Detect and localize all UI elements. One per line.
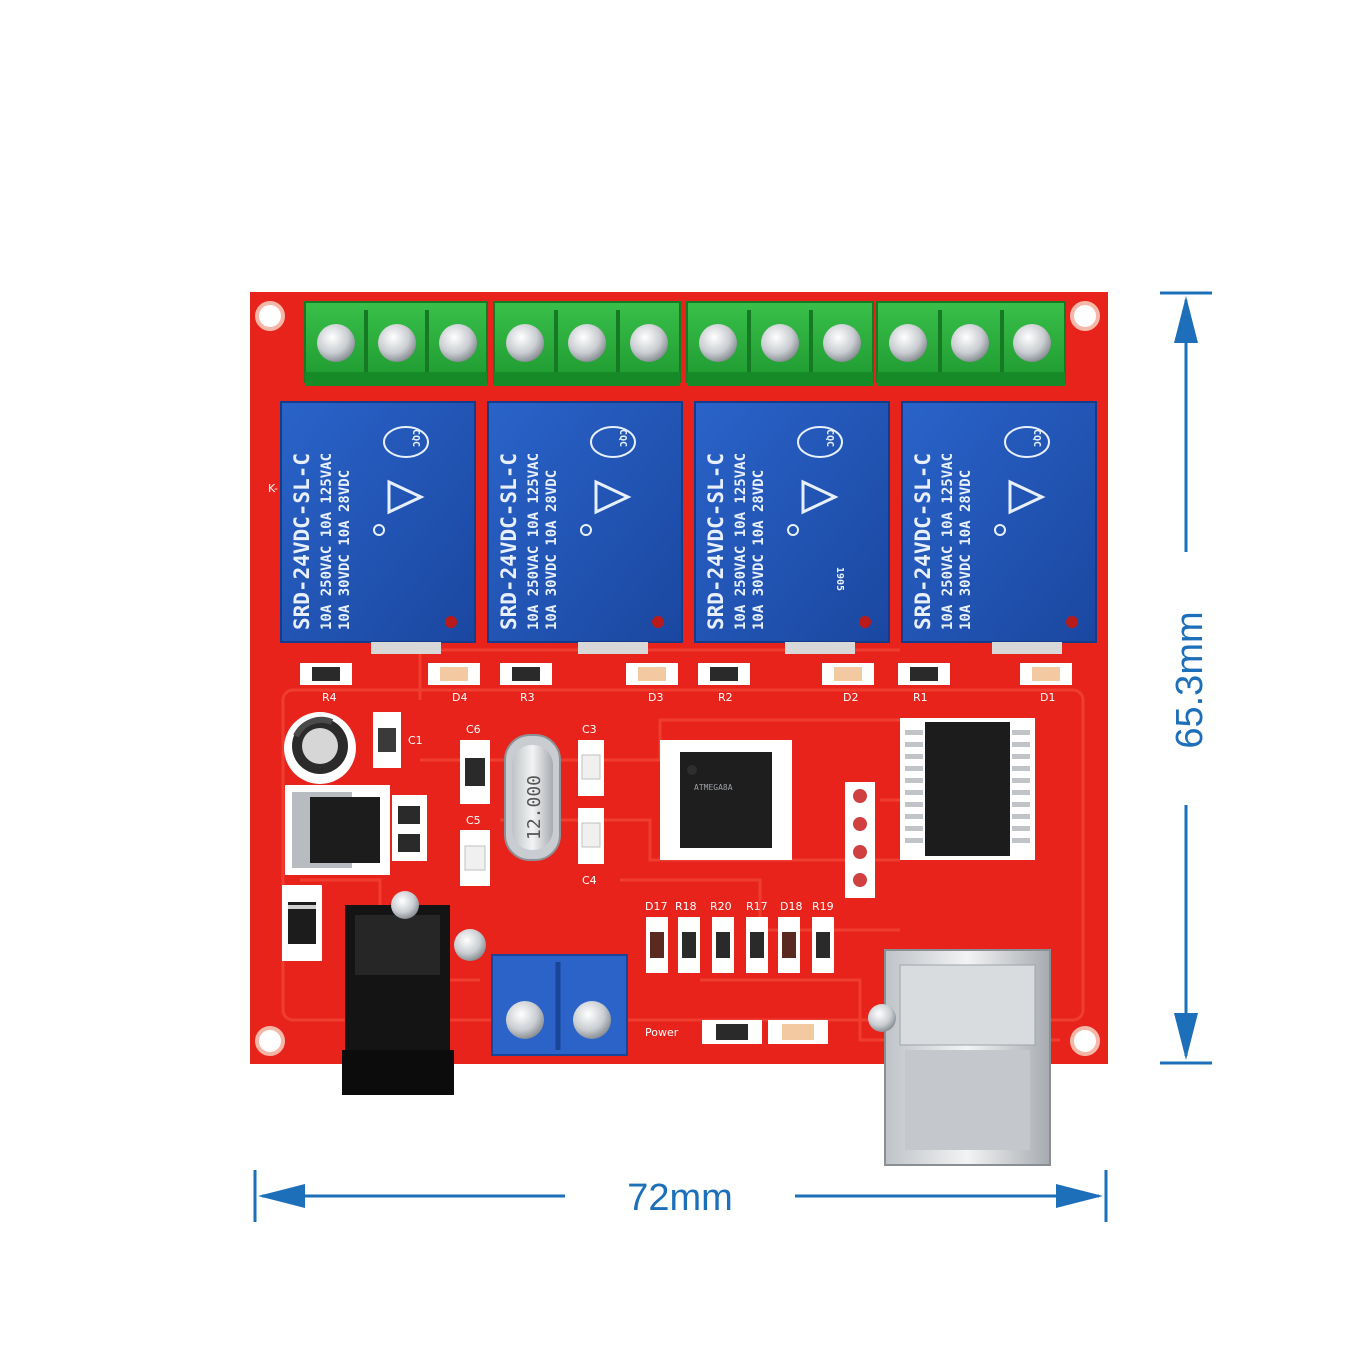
capacitor-c1: C1 bbox=[373, 712, 423, 768]
relay-3-model: SRD-24VDC-SL-C bbox=[497, 453, 521, 630]
resistor-r2: R2 bbox=[698, 663, 750, 704]
terminal-block-2 bbox=[686, 301, 874, 386]
indicator-row: R4 D4 R3 D3 R2 D2 bbox=[300, 663, 1072, 704]
relay-2-model: SRD-24VDC-SL-C bbox=[704, 453, 728, 630]
mcu-label: ATMEGA8A bbox=[694, 783, 733, 792]
relay-1: SRD-24VDC-SL-C 10A 250VAC 10A 125VAC 10A… bbox=[901, 401, 1097, 654]
pin-header bbox=[845, 782, 875, 898]
terminal-block-1 bbox=[876, 301, 1066, 386]
led-d4: D4 bbox=[428, 663, 480, 704]
crystal-oscillator: 12.000 bbox=[504, 734, 561, 861]
led-d3: D3 bbox=[626, 663, 678, 704]
relay-1-model: SRD-24VDC-SL-C bbox=[911, 453, 935, 630]
label-r2: R2 bbox=[718, 691, 733, 704]
terminal-block-4 bbox=[304, 301, 488, 386]
usb-interface-chip bbox=[900, 718, 1035, 860]
dimension-height: 65.3mm bbox=[1160, 291, 1212, 1065]
relay-1-rating2: 10A 30VDC 10A 28VDC bbox=[958, 470, 974, 630]
resistor-r1: R1 bbox=[898, 663, 950, 704]
relay-2-rating2: 10A 30VDC 10A 28VDC bbox=[751, 470, 767, 630]
relay-3-brand: CQC bbox=[617, 429, 628, 447]
width-label: 72mm bbox=[627, 1177, 733, 1219]
relay-1-brand: CQC bbox=[1031, 429, 1042, 447]
relay-3: SRD-24VDC-SL-C 10A 250VAC 10A 125VAC 10A… bbox=[487, 401, 683, 654]
relay-3-rating2: 10A 30VDC 10A 28VDC bbox=[544, 470, 560, 630]
relay-2-brand: CQC bbox=[824, 429, 835, 447]
resistor-r4: R4 bbox=[300, 663, 352, 704]
label-d3: D3 bbox=[648, 691, 663, 704]
label-r18: R18 bbox=[675, 900, 697, 913]
label-r1: R1 bbox=[913, 691, 928, 704]
relay-3-rating1: 10A 250VAC 10A 125VAC bbox=[526, 453, 542, 630]
relays: SRD-24VDC-SL-C 10A 250VAC 10A 125VAC 10A… bbox=[280, 401, 1097, 654]
label-d4: D4 bbox=[452, 691, 467, 704]
led-d1: D1 bbox=[1020, 663, 1072, 704]
relay-2: SRD-24VDC-SL-C 10A 250VAC 10A 125VAC 10A… bbox=[694, 401, 890, 654]
smd-diode bbox=[282, 885, 322, 961]
relay-4-rating1: 10A 250VAC 10A 125VAC bbox=[319, 453, 335, 630]
terminal-block-3 bbox=[493, 301, 681, 386]
label-d17: D17 bbox=[645, 900, 667, 913]
dimension-width: 72mm bbox=[253, 1170, 1108, 1222]
height-label: 65.3mm bbox=[1169, 611, 1211, 748]
k-label: K- bbox=[268, 482, 278, 495]
label-c5: C5 bbox=[466, 814, 481, 827]
terminal-blocks bbox=[304, 301, 1066, 386]
relay-board: NC4 COM4 NO4 NC3 COM3 NO3 NC2 COM2 NO2 N… bbox=[250, 292, 1108, 1166]
label-c6: C6 bbox=[466, 723, 481, 736]
label-d2: D2 bbox=[843, 691, 858, 704]
capacitor-c5: C5 bbox=[460, 814, 490, 886]
usb-b-connector bbox=[868, 949, 1051, 1166]
capacitor-c6: C6 bbox=[460, 723, 490, 804]
capacitor-c4: C4 bbox=[578, 808, 604, 887]
label-r20: R20 bbox=[710, 900, 732, 913]
mounting-holes bbox=[255, 301, 1100, 1056]
crystal-label: 12.000 bbox=[524, 775, 545, 840]
relay-4-brand: CQC bbox=[410, 429, 421, 447]
power-input-terminal bbox=[491, 954, 628, 1056]
dc-barrel-jack bbox=[342, 891, 486, 1095]
label-r4: R4 bbox=[322, 691, 337, 704]
label-c1: C1 bbox=[408, 734, 423, 747]
microcontroller: ATMEGA8A bbox=[660, 740, 792, 860]
label-c3: C3 bbox=[582, 723, 597, 736]
relay-1-rating1: 10A 250VAC 10A 125VAC bbox=[940, 453, 956, 630]
label-c4: C4 bbox=[582, 874, 597, 887]
relay-4: SRD-24VDC-SL-C 10A 250VAC 10A 125VAC 10A… bbox=[280, 401, 476, 654]
power-indicator: Power bbox=[645, 1020, 828, 1044]
small-components: D17 R18 R20 R17 D18 R19 bbox=[645, 900, 834, 973]
label-d1: D1 bbox=[1040, 691, 1055, 704]
label-d18: D18 bbox=[780, 900, 802, 913]
electrolytic-capacitor bbox=[284, 712, 356, 784]
relay-2-rating1: 10A 250VAC 10A 125VAC bbox=[733, 453, 749, 630]
resistor-r3: R3 bbox=[500, 663, 552, 704]
relay-2-date: 1905 bbox=[834, 567, 845, 591]
capacitor-c3: C3 bbox=[578, 723, 604, 796]
label-r3: R3 bbox=[520, 691, 535, 704]
relay-4-model: SRD-24VDC-SL-C bbox=[290, 453, 314, 630]
relay-4-rating2: 10A 30VDC 10A 28VDC bbox=[337, 470, 353, 630]
voltage-regulator bbox=[285, 785, 427, 875]
led-d2: D2 bbox=[822, 663, 874, 704]
power-label: Power bbox=[645, 1026, 679, 1039]
label-r19: R19 bbox=[812, 900, 834, 913]
label-r17: R17 bbox=[746, 900, 768, 913]
